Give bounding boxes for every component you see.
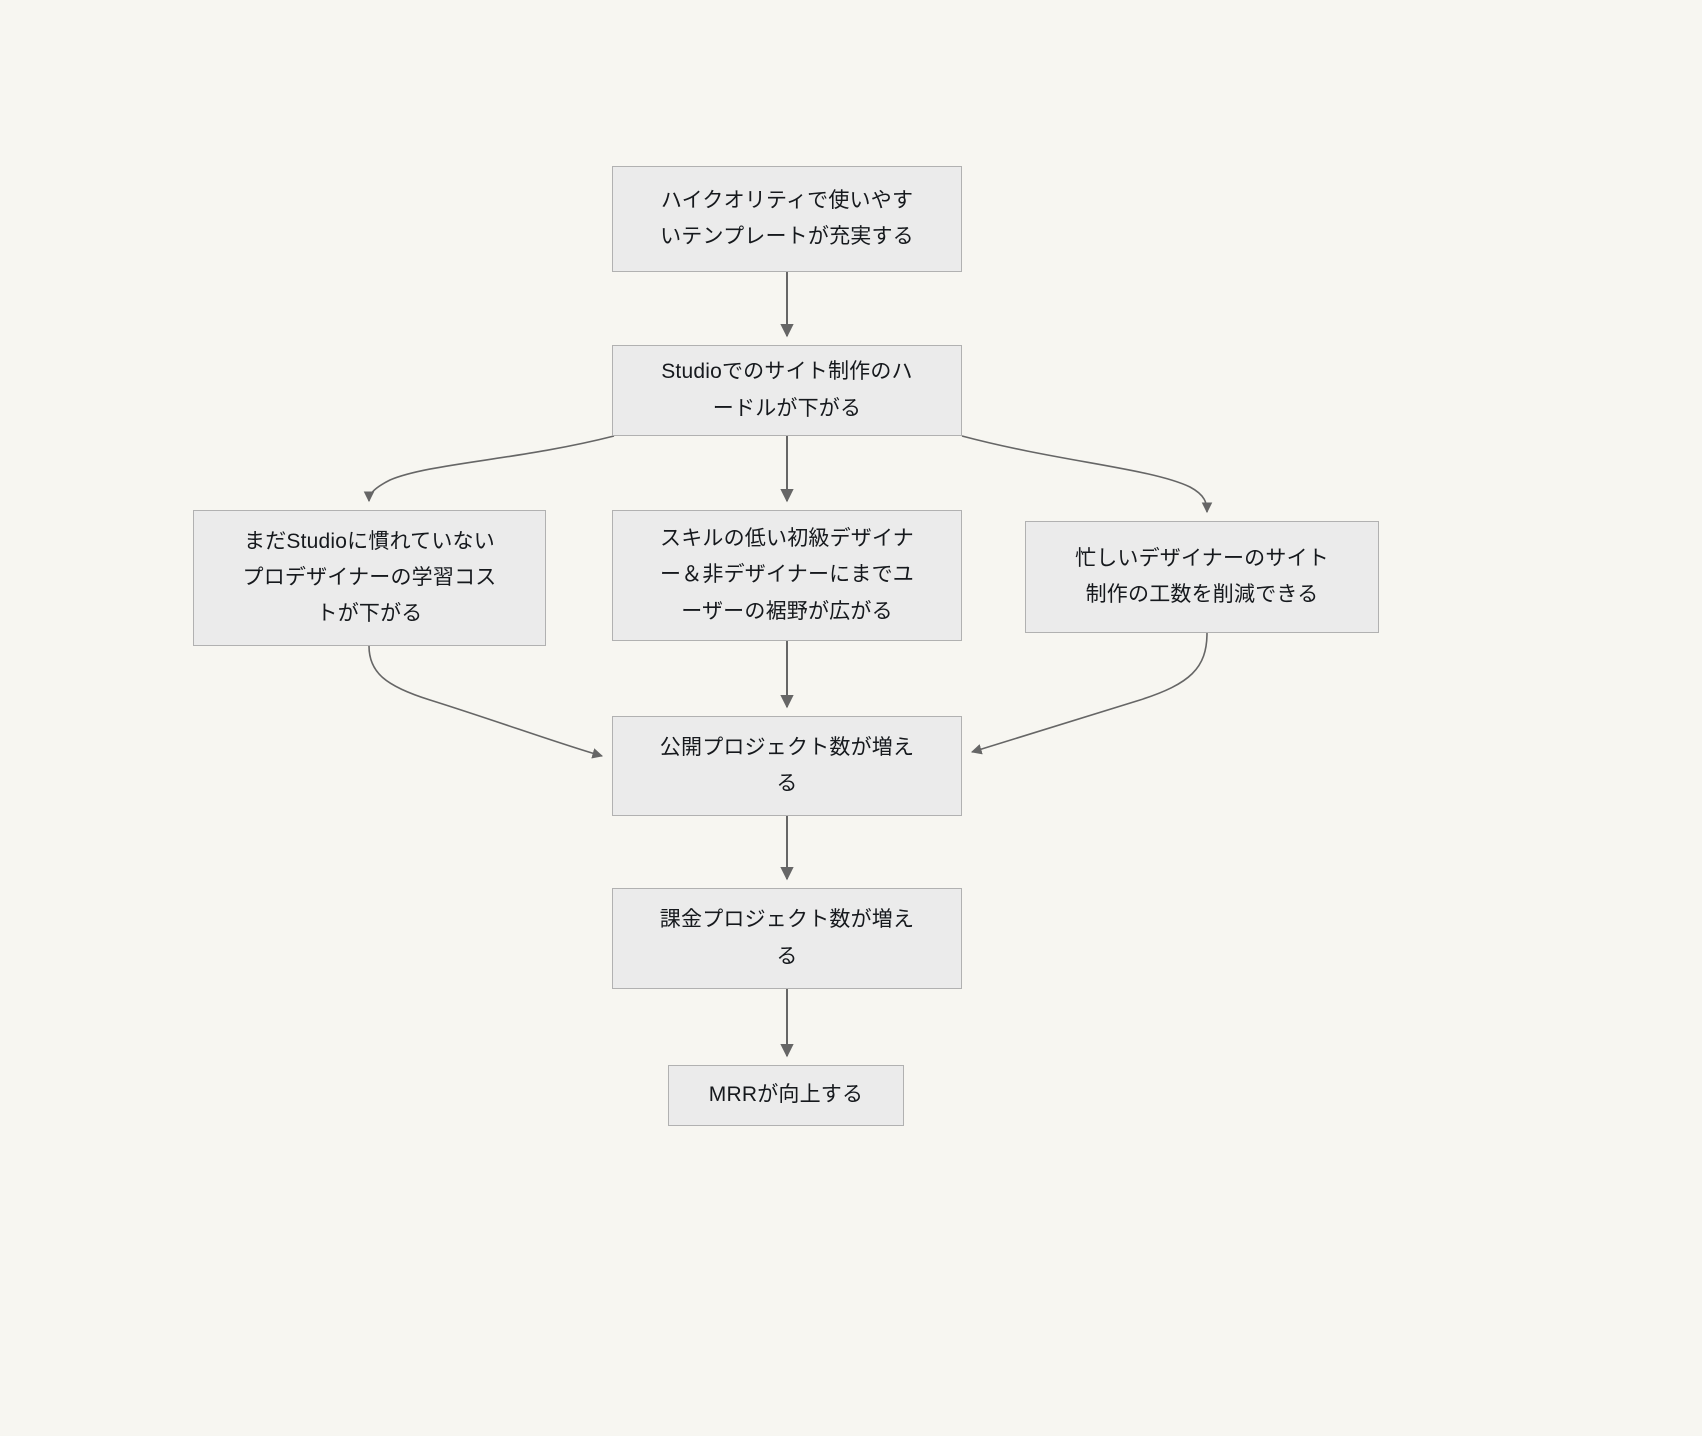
node-user-base-expansion[interactable]: スキルの低い初級デザイナ ー＆非デザイナーにまでユ ーザーの裾野が広がる: [612, 510, 962, 641]
edge-hurdle-to-busy-designer: [961, 435, 1213, 514]
node-public-projects-label: 公開プロジェクト数が増え る: [659, 735, 915, 795]
node-mrr-label: MRRが向上する: [708, 1083, 864, 1107]
node-user-base-expansion-label: スキルの低い初級デザイナ ー＆非デザイナーにまでユ ーザーの裾野が広がる: [660, 527, 914, 623]
edge-pro-cost-to-public-proj: [368, 645, 604, 759]
node-pro-designer-learning-cost[interactable]: まだStudioに慣れていない プロデザイナーの学習コス トが下がる: [193, 510, 546, 646]
edge-hurdle-to-pro-cost: [363, 435, 615, 503]
node-mrr[interactable]: MRRが向上する: [668, 1065, 904, 1126]
node-studio-hurdle-label: Studioでのサイト制作のハ ードルが下がる: [661, 360, 913, 420]
node-busy-designer-effort-label: 忙しいデザイナーのサイト 制作の工数を削減できる: [1075, 546, 1329, 606]
node-templates[interactable]: ハイクオリティで使いやす いテンプレートが充実する: [612, 166, 962, 272]
node-public-projects[interactable]: 公開プロジェクト数が増え る: [612, 716, 962, 816]
node-templates-label: ハイクオリティで使いやす いテンプレートが充実する: [660, 188, 914, 248]
node-pro-designer-learning-cost-label: まだStudioに慣れていない プロデザイナーの学習コス トが下がる: [242, 529, 497, 626]
node-busy-designer-effort[interactable]: 忙しいデザイナーのサイト 制作の工数を削減できる: [1025, 521, 1379, 633]
edge-busy-designer-to-public-proj: [970, 632, 1208, 755]
node-paid-projects[interactable]: 課金プロジェクト数が増え る: [612, 888, 962, 989]
node-paid-projects-label: 課金プロジェクト数が増え る: [659, 908, 915, 968]
node-studio-hurdle[interactable]: Studioでのサイト制作のハ ードルが下がる: [612, 345, 962, 436]
